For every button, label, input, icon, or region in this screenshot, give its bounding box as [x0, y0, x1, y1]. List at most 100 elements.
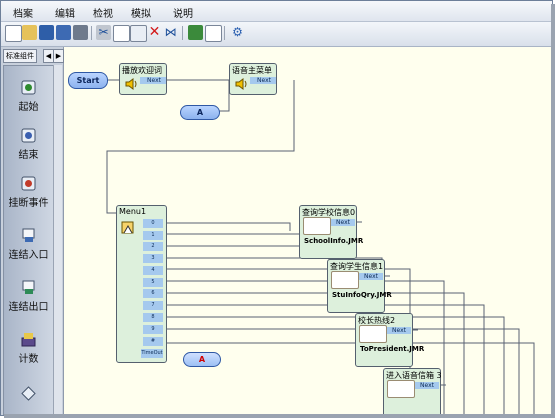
menu-option-port[interactable]: #: [143, 337, 163, 346]
menu-option-port[interactable]: 2: [143, 242, 163, 251]
jmr-node-next-port[interactable]: Next: [354, 273, 383, 280]
menu-option-port[interactable]: 3: [143, 254, 163, 263]
menu-help[interactable]: 说明: [173, 9, 193, 20]
welcome-node-title: 播放欢迎词: [122, 66, 162, 75]
palette-item-link-out[interactable]: 连结出口: [4, 280, 53, 313]
palette-item-end[interactable]: 结束: [4, 128, 53, 161]
menu-option-port[interactable]: 7: [143, 301, 163, 310]
jmr-icon-frame: [387, 380, 415, 398]
flow-canvas[interactable]: Start 播放欢迎词 Next 语音主菜单 Next A Menu1 0 1 …: [64, 47, 552, 415]
wire-menu-opt6: [165, 292, 465, 415]
window-shadow: [551, 4, 555, 418]
link-in-icon: [22, 228, 35, 242]
menu-file[interactable]: 档案: [13, 9, 33, 20]
connector-a-timeout-node[interactable]: A: [183, 352, 221, 367]
paste-icon[interactable]: [130, 25, 147, 42]
palette-item-counter[interactable]: 计数: [4, 332, 53, 365]
jmr-file-label: ToPresident.JMR: [360, 345, 425, 353]
menu-option-port[interactable]: 4: [143, 266, 163, 275]
palette-item-label: 连结入口: [8, 250, 49, 261]
start-icon: [21, 80, 36, 95]
menu-simulate[interactable]: 模拟: [131, 9, 151, 20]
toolbar-separator: [182, 26, 183, 40]
palette-item-label: 挂断事件: [8, 198, 49, 209]
cut-icon[interactable]: ✂: [96, 25, 111, 40]
welcome-node-next-port[interactable]: Next: [140, 77, 166, 84]
jmr-node[interactable]: 查询学校信息0 Next SchoolInfo.JMR: [299, 205, 363, 259]
diamond-icon: [21, 386, 36, 401]
jmr-node-next-port[interactable]: Next: [410, 382, 439, 389]
menu-option-port[interactable]: 8: [143, 313, 163, 322]
wire-mainmenu-menu: [106, 80, 295, 214]
palette-item-label: 计数: [18, 354, 39, 365]
palette-item-next[interactable]: [4, 386, 53, 401]
delete-icon[interactable]: ✕: [148, 24, 161, 40]
welcome-node[interactable]: 播放欢迎词 Next: [119, 63, 167, 95]
toolbar-separator: [224, 26, 225, 40]
jmr-node-title: 校长热线2: [358, 316, 396, 325]
menu-timeout-port[interactable]: TimeOut: [141, 349, 163, 358]
jmr-node[interactable]: 查询学生信息1 Next StuInfoQry.JMR: [327, 259, 392, 313]
toolbar-separator: [91, 26, 92, 40]
palette-item-start[interactable]: 起始: [4, 80, 53, 113]
copy-icon[interactable]: [113, 25, 130, 42]
wire-a-mainmenu: [218, 80, 230, 112]
hangup-event-icon: [21, 176, 36, 191]
wire-menu-hash: [165, 342, 535, 415]
connector-a-node[interactable]: A: [180, 105, 220, 120]
compile-icon[interactable]: [205, 25, 222, 42]
palette-item-hangup-event[interactable]: 挂断事件: [4, 176, 53, 209]
wire-menu-opt0: [165, 222, 291, 231]
wire-menu-opt7: [165, 304, 485, 415]
menu-node[interactable]: Menu1 0 1 2 3 4 5 6 7 8 9 # TimeOut: [116, 205, 167, 363]
properties-icon[interactable]: [188, 25, 203, 40]
window-shadow: [4, 414, 555, 418]
jmr-node-next-port[interactable]: Next: [382, 327, 411, 334]
jmr-icon-frame: [303, 217, 331, 235]
saveas-icon[interactable]: [56, 25, 71, 40]
palette-scroll-right-icon[interactable]: ▶: [53, 49, 64, 63]
palette-item-label: 连结出口: [8, 302, 49, 313]
jmr-node[interactable]: 校长热线2 Next ToPresident.JMR: [355, 313, 424, 367]
save-icon[interactable]: [39, 25, 54, 40]
palette-scrollbar[interactable]: [53, 65, 62, 415]
menu-option-port[interactable]: 5: [143, 278, 163, 287]
menu-option-port[interactable]: 1: [143, 231, 163, 240]
jmr-file-label: StuInfoQry.JMR: [332, 291, 392, 299]
jmr-file-label: SchoolInfo.JMR: [304, 237, 364, 245]
keypad-hand-icon: [121, 221, 134, 234]
mainmenu-node-next-port[interactable]: Next: [250, 77, 276, 84]
toolbar: ✂ ✕ ⋈ ⚙: [1, 22, 552, 47]
menu-edit[interactable]: 编辑: [55, 9, 75, 20]
jmr-node[interactable]: 进入语音信箱 3 Next: [383, 368, 442, 415]
new-icon[interactable]: [5, 25, 22, 42]
palette-item-label: 结束: [18, 150, 39, 161]
menu-option-port[interactable]: 9: [143, 325, 163, 334]
connect-icon[interactable]: ⋈: [164, 25, 177, 39]
palette-item-list: 起始 结束 挂断事件 连结入口 连结出口 计数: [3, 65, 54, 415]
start-node[interactable]: Start: [68, 72, 108, 89]
jmr-node-title: 查询学校信息0: [302, 208, 356, 217]
counter-icon: [21, 333, 36, 347]
wire-menu-opt8: [165, 316, 505, 415]
speaker-icon: [125, 78, 137, 90]
menu-node-title: Menu1: [119, 207, 147, 216]
palette-item-link-in[interactable]: 连结入口: [4, 228, 53, 261]
jmr-node-title: 进入语音信箱 3: [386, 371, 442, 380]
mainmenu-node[interactable]: 语音主菜单 Next: [229, 63, 277, 95]
mainmenu-node-title: 语音主菜单: [232, 66, 272, 75]
open-icon[interactable]: [22, 25, 37, 40]
jmr-node-next-port[interactable]: Next: [326, 219, 355, 226]
menu-view[interactable]: 检视: [93, 9, 113, 20]
jmr-node-title: 查询学生信息1: [330, 262, 384, 271]
link-out-icon: [22, 280, 35, 294]
end-icon: [21, 128, 36, 143]
palette-tab[interactable]: 标准组件: [3, 49, 37, 63]
menu-option-port[interactable]: 6: [143, 289, 163, 298]
print-icon[interactable]: [73, 25, 88, 40]
menu-option-port[interactable]: 0: [143, 219, 163, 228]
speaker-icon: [235, 78, 247, 90]
help-icon[interactable]: ⚙: [232, 25, 243, 39]
jmr-icon-frame: [331, 271, 359, 289]
